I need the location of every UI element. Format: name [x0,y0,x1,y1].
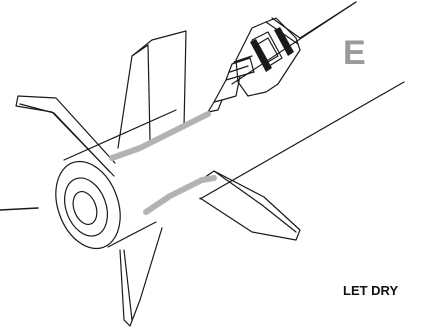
glue-tube-label-dark-band-2 [274,27,294,56]
tube-aft-end-ring [63,177,109,237]
top-fin-edge [131,44,151,141]
tube-aft-end-outer [55,160,121,250]
left-fin [15,95,116,177]
body-tube-lower-edge [107,81,405,248]
bottom-fin [119,227,163,327]
glue-bead-top-fin-root [109,111,211,161]
right-fin-inner [213,170,297,233]
top-fin [117,30,187,149]
glue-tube-body [235,17,301,97]
glue-bead-right-fin-root [143,175,217,215]
glue-tube-nozzle-tip [207,99,223,113]
left-fin-inner [19,103,111,173]
glue-tube-nozzle [213,75,241,103]
step-caption: LET DRY [343,283,399,298]
bottom-fin-edge [123,249,133,321]
body-tube-upper-edge [63,1,357,161]
engine-hole [72,190,98,226]
step-letter-label: E [343,34,366,72]
glue-tube-label-dark-band [250,39,272,72]
right-fin [197,170,301,241]
glue-tube-line-to-edge [299,1,357,39]
launch-rod-line [0,207,39,211]
glue-tube-cap-ridges [225,55,255,81]
